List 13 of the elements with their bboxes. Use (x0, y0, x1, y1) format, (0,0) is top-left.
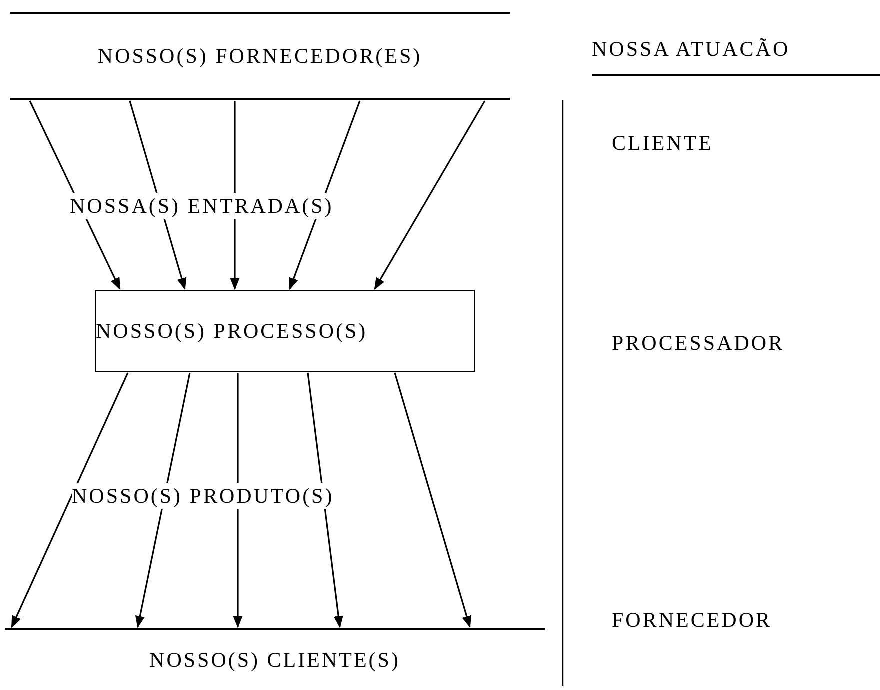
arrow (374, 100, 486, 290)
process-box (95, 290, 475, 372)
arrow (394, 372, 472, 628)
flow-label: NOSSO(S) PRODUTO(S) (72, 483, 334, 509)
node-text: NOSSO(S) FORNECEDOR(ES) (98, 43, 422, 69)
arrow (11, 372, 129, 628)
arrow (307, 372, 344, 628)
band (10, 12, 510, 100)
flow-label: NOSSA(S) ENTRADA(S) (70, 193, 334, 219)
arrow (233, 373, 243, 628)
node-text: NOSSO(S) CLIENTE(S) (150, 647, 400, 673)
node-text: NOSSO(S) PROCESSO(S) (96, 318, 368, 344)
arrow (135, 372, 191, 628)
